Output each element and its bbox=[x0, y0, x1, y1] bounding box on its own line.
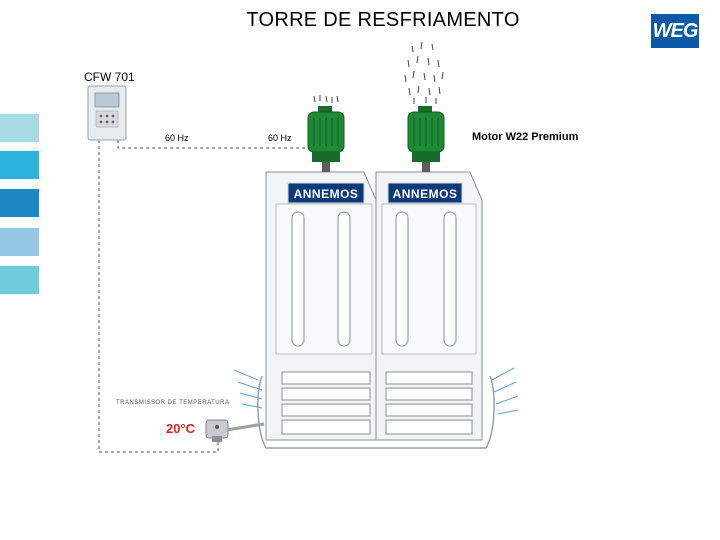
temperature-sensor-icon bbox=[206, 420, 264, 442]
tower-brand-right: ANNEMOS bbox=[393, 187, 458, 201]
tower-brand-left: ANNEMOS bbox=[294, 187, 359, 201]
water-spray-icon bbox=[405, 42, 443, 104]
motor-icon bbox=[308, 106, 344, 172]
cooling-tower-icon: ANNEMOS ANNEMOS bbox=[258, 172, 494, 448]
water-spray-icon bbox=[314, 95, 338, 103]
drive-icon bbox=[88, 86, 126, 140]
motor-icon bbox=[408, 106, 444, 172]
